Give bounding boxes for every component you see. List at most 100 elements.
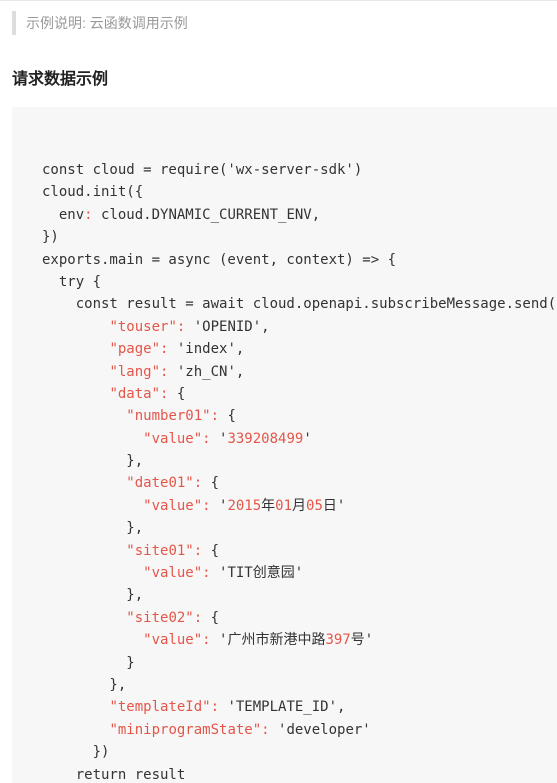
code-line: try { — [42, 271, 557, 293]
code-key-token: "data": — [109, 385, 169, 402]
code-token — [42, 408, 126, 424]
code-key-token: : — [84, 206, 93, 223]
code-key-token: "miniprogramState": — [109, 721, 270, 738]
code-token: ' — [303, 430, 312, 447]
code-token: const cloud = require('wx-server-sdk') — [42, 162, 363, 178]
code-token: 'index', — [168, 341, 245, 358]
code-token: }, — [42, 520, 144, 537]
code-token — [42, 475, 126, 491]
code-token: }) — [42, 229, 59, 246]
example-note: 示例说明: 云函数调用示例 — [12, 11, 188, 35]
code-token — [42, 699, 109, 715]
code-token: 'zh_CN', — [168, 363, 245, 380]
code-token — [42, 498, 143, 514]
code-token: '广州市新港中路 — [210, 632, 326, 649]
top-divider — [0, 0, 557, 1]
code-line: const result = await cloud.openapi.subsc… — [42, 293, 557, 315]
code-token — [42, 386, 109, 402]
code-line: "value": 'TIT创意园' — [42, 562, 557, 584]
code-line: "touser": 'OPENID', — [42, 316, 557, 338]
code-line: }, — [42, 674, 557, 696]
code-token — [42, 364, 109, 380]
code-line: "number01": { — [42, 405, 557, 427]
code-token — [42, 722, 109, 738]
code-line: "value": '2015年01月05日' — [42, 495, 557, 517]
code-token: { — [219, 408, 236, 425]
code-token: { — [202, 542, 220, 559]
code-key-token: "touser": — [109, 318, 186, 335]
code-line: "data": { — [42, 383, 557, 405]
code-token: 'TEMPLATE_ID', — [219, 699, 346, 716]
code-line: "site01": { — [42, 540, 557, 562]
code-key-token: "value": — [143, 632, 211, 649]
code-number-token: 397 — [325, 632, 351, 649]
code-key-token: "number01": — [126, 408, 220, 425]
section-title: 请求数据示例 — [12, 71, 109, 88]
code-line: "miniprogramState": 'developer' — [42, 719, 557, 741]
code-line: "page": 'index', — [42, 338, 557, 360]
code-token: 'TIT创意园' — [210, 565, 304, 582]
code-token — [42, 543, 126, 559]
code-token: return result — [42, 766, 186, 783]
code-number-token: 339208499 — [227, 430, 304, 447]
code-token: try { — [42, 273, 102, 290]
code-token: ' — [210, 497, 228, 514]
code-line: "value": '339208499' — [42, 428, 557, 450]
code-token — [42, 341, 109, 357]
code-token: 'OPENID', — [185, 318, 270, 335]
code-token: exports.main = async (event, context) =>… — [42, 251, 397, 268]
code-token — [42, 565, 143, 581]
example-note-text: 示例说明: 云函数调用示例 — [26, 15, 188, 31]
code-line: exports.main = async (event, context) =>… — [42, 249, 557, 271]
code-line: return result — [42, 764, 557, 783]
code-line: }, — [42, 517, 557, 539]
code-line: const cloud = require('wx-server-sdk') — [42, 159, 557, 181]
code-content: const cloud = require('wx-server-sdk') cl… — [42, 159, 557, 783]
code-key-token: "site02": — [126, 609, 203, 626]
code-token — [42, 431, 143, 447]
code-token — [42, 319, 109, 335]
code-token: env — [42, 206, 85, 223]
code-number-token: 05 — [306, 497, 323, 514]
code-token: { — [202, 609, 220, 626]
code-line: }, — [42, 450, 557, 472]
code-token: 'developer' — [269, 721, 371, 738]
code-line: "date01": { — [42, 472, 557, 494]
code-line: "site02": { — [42, 607, 557, 629]
code-token: } — [42, 654, 135, 671]
code-line: } — [42, 652, 557, 674]
code-token: }, — [42, 453, 144, 470]
code-key-token: "date01": — [126, 475, 203, 492]
code-token: { — [168, 385, 186, 402]
code-token: cloud.init({ — [42, 184, 144, 201]
code-line: }, — [42, 584, 557, 606]
code-key-token: "site01": — [126, 542, 203, 559]
code-key-token: "page": — [109, 341, 169, 358]
code-number-token: 2015 — [227, 497, 262, 514]
code-line: env: cloud.DYNAMIC_CURRENT_ENV, — [42, 204, 557, 226]
code-line: }) — [42, 226, 557, 248]
code-token: const result = await cloud.openapi.subsc… — [42, 296, 557, 313]
code-key-token: "value": — [143, 430, 211, 447]
code-token: }, — [42, 587, 144, 604]
code-line: }) — [42, 741, 557, 763]
code-token: 号' — [350, 632, 374, 649]
code-key-token: "templateId": — [109, 699, 220, 716]
code-line: cloud.init({ — [42, 181, 557, 203]
code-token — [42, 610, 126, 626]
code-token: 月 — [292, 497, 307, 514]
code-key-token: "value": — [143, 565, 211, 582]
code-token: }, — [42, 676, 127, 693]
code-token: }) — [42, 744, 110, 761]
code-number-token: 01 — [275, 497, 293, 514]
code-token: { — [202, 475, 220, 492]
code-line: "lang": 'zh_CN', — [42, 361, 557, 383]
code-token: cloud.DYNAMIC_CURRENT_ENV, — [92, 206, 321, 223]
code-token: 日' — [322, 497, 346, 514]
code-token — [42, 632, 143, 648]
code-line: "value": '广州市新港中路397号' — [42, 629, 557, 651]
code-block[interactable]: const cloud = require('wx-server-sdk') cl… — [12, 107, 557, 783]
code-key-token: "lang": — [109, 363, 169, 380]
code-line: "templateId": 'TEMPLATE_ID', — [42, 696, 557, 718]
code-token: 年 — [261, 497, 276, 514]
